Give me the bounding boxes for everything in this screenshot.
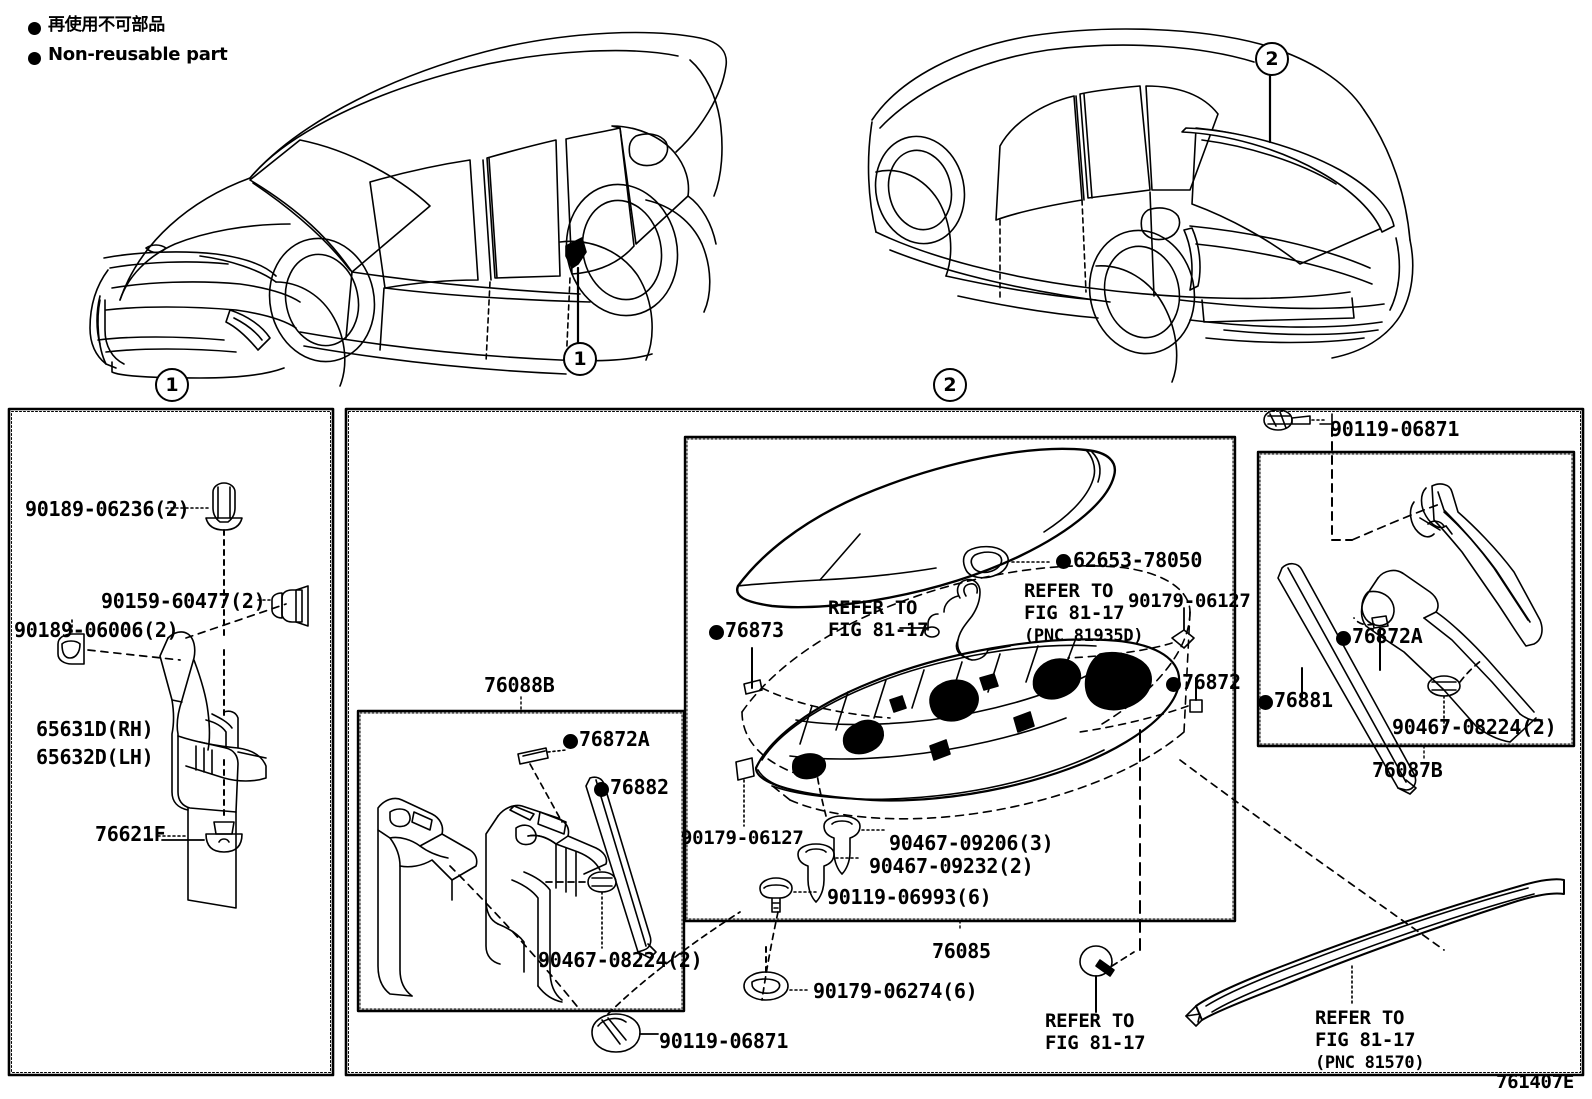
panel-title-76085: 76085 [932, 939, 991, 963]
label-90179-06127-lower: 90179-06127 [681, 827, 804, 849]
callout-marker-1: 1 [563, 342, 597, 376]
bullet-76882 [594, 782, 609, 797]
label-65631d-rh: 65631D(RH) [36, 717, 154, 741]
label-76621f: 76621F [95, 822, 166, 846]
legend-bullet-en [28, 52, 41, 65]
label-76872a-76088b: 76872A [579, 727, 650, 751]
panel-title-76088b: 76088B [484, 673, 555, 697]
label-90119-06993: 90119-06993(6) [827, 885, 992, 909]
view-caption-1: 1 [155, 368, 189, 402]
label-90119-06871-bottom: 90119-06871 [659, 1029, 789, 1053]
callout-marker-2: 2 [1255, 42, 1289, 76]
label-65632d-lh: 65632D(LH) [36, 745, 154, 769]
label-90189-06006: 90189-06006(2) [14, 618, 179, 642]
label-62653-78050: 62653-78050 [1073, 548, 1203, 572]
label-90467-08224-76088b: 90467-08224(2) [538, 948, 703, 972]
panel-76087b-artwork [1263, 409, 1543, 795]
label-76872a-76087b: 76872A [1352, 624, 1423, 648]
label-76882: 76882 [610, 775, 669, 799]
label-90159-60477: 90159-60477(2) [101, 589, 266, 613]
bullet-62653-78050 [1056, 554, 1071, 569]
bullet-76881 [1258, 695, 1273, 710]
legend-text-en: Non-reusable part [48, 44, 228, 65]
bullet-76872a-76088b [563, 734, 578, 749]
left-panel-artwork [57, 482, 309, 909]
label-90467-09232: 90467-09232(2) [869, 854, 1034, 878]
label-76873: 76873 [725, 618, 784, 642]
label-90179-06127-upper: 90179-06127 [1128, 590, 1251, 612]
panel-title-76087b: 76087B [1372, 758, 1443, 782]
label-90467-09206: 90467-09206(3) [889, 831, 1054, 855]
view-caption-2: 2 [933, 368, 967, 402]
label-90189-06236: 90189-06236(2) [25, 497, 190, 521]
vehicle-illustration-1 [89, 31, 728, 387]
rear-moulding-artwork [1185, 878, 1565, 1027]
panel-76088b-artwork [377, 747, 657, 1011]
label-90179-06274: 90179-06274(6) [813, 979, 978, 1003]
label-90119-06871-top: 90119-06871 [1330, 417, 1460, 441]
bullet-76872-76085 [1166, 677, 1181, 692]
vehicle-illustration-2 [867, 28, 1414, 383]
panel-76085-artwork [591, 447, 1445, 1053]
label-76872-76085: 76872 [1182, 670, 1241, 694]
legend-text-jp: 再使用不可部品 [48, 15, 165, 35]
label-90467-08224-76087b: 90467-08224(2) [1392, 715, 1557, 739]
bullet-76872a-76087b [1336, 631, 1351, 646]
label-76881: 76881 [1274, 688, 1333, 712]
bullet-76873 [709, 625, 724, 640]
figure-code: 761407E [1496, 1071, 1574, 1093]
legend-bullet-jp [28, 22, 41, 35]
